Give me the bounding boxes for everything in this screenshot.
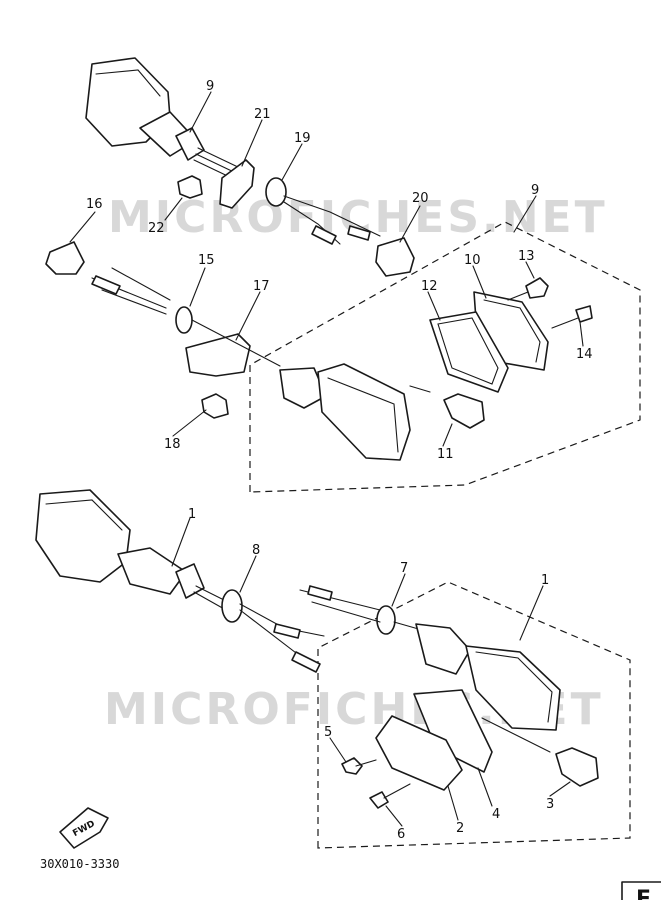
screw-6	[369, 791, 389, 809]
callout-1: 1	[188, 507, 196, 522]
connector-lower-a	[273, 623, 301, 639]
callout-16: 16	[86, 197, 103, 212]
wires-left	[91, 267, 171, 315]
callout-6: 6	[397, 827, 405, 842]
cover-20	[375, 237, 415, 277]
connector-lower-b	[291, 651, 321, 673]
callout-2: 2	[456, 821, 464, 836]
callout-4: 4	[492, 807, 500, 822]
lens-2	[375, 715, 463, 791]
fwd-arrow: FWD	[59, 807, 109, 849]
group-box-lower	[317, 581, 631, 849]
corner-frame	[621, 881, 661, 900]
callout-10: 10	[464, 253, 481, 268]
grommet-8	[221, 589, 243, 623]
flasher-assembly-upper-left	[85, 57, 241, 181]
bracket-21	[219, 159, 255, 209]
connector-left-a	[91, 275, 121, 295]
diagram-code: 30X010-3330	[40, 857, 119, 871]
grommet-15	[175, 306, 193, 334]
bulb-3	[555, 747, 599, 787]
callout-9: 9	[206, 79, 214, 94]
connector-upper-a	[311, 225, 337, 245]
leader-lines	[69, 91, 584, 827]
corner-letter: F	[636, 887, 651, 900]
bulb-11	[443, 393, 485, 429]
callout-19: 19	[294, 131, 311, 146]
callout-20: 20	[412, 191, 429, 206]
callout-17: 17	[253, 279, 270, 294]
callout-13: 13	[518, 249, 535, 264]
group-box-upper	[249, 221, 641, 493]
callout-5: 5	[324, 725, 332, 740]
callout-18: 18	[164, 437, 181, 452]
callout-8: 8	[252, 543, 260, 558]
callout-14: 14	[576, 347, 593, 362]
callout-21: 21	[254, 107, 271, 122]
connector-lower-c	[307, 585, 333, 601]
bracket-17	[185, 333, 251, 377]
bolt-22	[177, 175, 203, 199]
flasher-assembly-lower-right	[415, 623, 561, 731]
cover-16	[45, 241, 85, 275]
screw-5	[341, 757, 363, 775]
connector-upper-b	[347, 225, 371, 241]
callout-9-group: 9	[531, 183, 539, 198]
flasher-assembly-lower-left	[35, 489, 229, 611]
callout-3: 3	[546, 797, 554, 812]
flasher-assembly-upper-right	[279, 363, 411, 461]
callout-7: 7	[400, 561, 408, 576]
callout-12: 12	[421, 279, 438, 294]
callout-11: 11	[437, 447, 454, 462]
grommet-7	[376, 605, 396, 635]
bolt-18	[201, 393, 229, 419]
callout-15: 15	[198, 253, 215, 268]
callout-22: 22	[148, 221, 165, 236]
callout-1-group: 1	[541, 573, 549, 588]
grommet-19	[265, 177, 287, 207]
gasket-12	[429, 311, 509, 393]
screw-13	[525, 277, 549, 299]
screw-14	[575, 305, 593, 323]
